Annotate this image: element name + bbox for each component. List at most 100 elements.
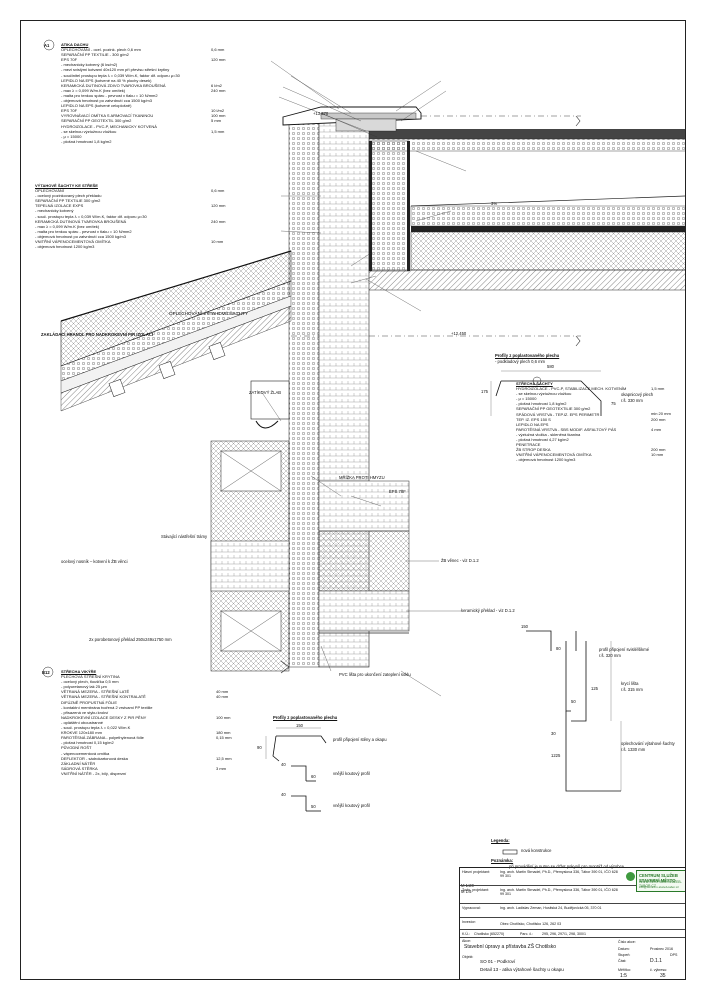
note-label: OPLECHOVÁNÍ VÝTAHOVÉ ŠACHTY bbox=[169, 311, 249, 316]
note-label: ŽB věnec - viz D.1.2 bbox=[441, 558, 479, 563]
profile-heading: Profily z poplastovaného plechu bbox=[495, 353, 560, 358]
spec-line: SEPARAČNÍ PP TEXTILIE 300 g/m2 bbox=[35, 198, 101, 204]
role-name: Obec Chotilsko, Chotilsko 126, 262 03 bbox=[500, 922, 562, 926]
spec-line: LEPIDLO NA EPS (kotvené na 40 % plochy d… bbox=[61, 77, 152, 83]
spec-heading: ATIKA DACHU bbox=[61, 42, 89, 47]
spec-line: PAROTĚSNÁ VRSTVA - SBS MODIF. ASFALTOVÝ … bbox=[516, 426, 617, 432]
note-label: ZATÍKOVÝ ŽLAB bbox=[249, 390, 282, 395]
ku-value: Chotilsko (652270) bbox=[474, 932, 505, 936]
role-name: Ing. arch. Martin Strnadel, Ph.D., Přemy… bbox=[500, 888, 618, 897]
spec-line: VĚTRANÁ MEZERA - STŘEŠNÍ LATĚ bbox=[61, 689, 130, 695]
role-label: Investor: bbox=[462, 920, 476, 924]
spec-line: EPS 70F bbox=[61, 108, 78, 114]
spec-line: - objemová hmotnost po zatvrdnutí cca 15… bbox=[61, 98, 152, 104]
spec-line: - se skelnou výztužnou vložkou bbox=[61, 128, 117, 134]
profile-label: profil připojení stěny a okapu bbox=[333, 737, 387, 742]
spec-line: - souč. prostupu tepla λ = 0,039 W/m.K, … bbox=[35, 213, 147, 219]
spec-line: - malta pro tenkou spáru - pevnost v tla… bbox=[35, 228, 132, 234]
spec-line: NADKROKEVNÍ IZOLACE DESKY Z PIR PĚNY bbox=[61, 714, 147, 720]
title-block: Hlavní projektant: Ing. arch. Martin Str… bbox=[459, 867, 685, 979]
note-label: ocelový nosník – kotvení k ŽB věnci bbox=[61, 559, 128, 564]
dimension: 30 bbox=[551, 731, 556, 736]
spec-heading: VÝTAHOVÉ ŠACHTY KE STŘEŠE bbox=[35, 183, 98, 188]
spec-line: - plošná hmotnost 0,15 kg/m2 bbox=[61, 740, 114, 746]
spec-line: SEPARAČNÍ PP TEXTILIE - 300 g/m2 bbox=[61, 52, 129, 58]
spec-line: - plošná hmotnost 4,27 kg/m2 bbox=[516, 437, 569, 443]
profile-label: okapnicový plech bbox=[621, 392, 654, 397]
spec-line: PLECHOVÁ STŘEŠNÍ KRYTINA bbox=[61, 674, 120, 680]
spec-line: - objemová hmotnost po zatvrdnutí cca 15… bbox=[35, 233, 126, 239]
spec-line: LEPIDLO NA EPS bbox=[516, 421, 549, 427]
spec-line: PŮVODNÍ ROŠT bbox=[61, 745, 92, 751]
spec-line: - souč. prostupu tepla λ = 0,022 W/m.K bbox=[61, 725, 131, 731]
profile-label: profil připojení svislé/šikmé bbox=[599, 647, 650, 652]
parcel-value: 295, 296, 297/1, 298, 300/1 bbox=[542, 932, 586, 936]
callout-a1: A1 bbox=[44, 43, 50, 48]
dimension: 90 bbox=[257, 745, 262, 750]
stage-value: DPS bbox=[670, 953, 678, 957]
logo-email: info@centrum-sluzeb-tabor.cz bbox=[639, 885, 679, 889]
spec-block-shaft-roof: STŘECHA ŠACHTY HYDROIZOLACE - PVC-P, STA… bbox=[516, 381, 626, 463]
slope-label: 3% bbox=[491, 201, 498, 206]
spec-line: - ocelový plech, tloušťka 0,5 mm bbox=[61, 679, 119, 685]
profile-label: vnější koutový profil bbox=[333, 771, 370, 776]
spec-line: - opláštění oboustranné bbox=[61, 719, 104, 725]
spec-line: - μ = 15000 bbox=[61, 133, 82, 139]
profile-label: krycí lišta bbox=[621, 681, 639, 686]
spec-line: OPLECHOVÁNÍ - ocel. pozink. plech 0,6 mm bbox=[61, 47, 141, 53]
spec-line: TEPELNÁ IZOLACE EXPS bbox=[35, 203, 84, 209]
section-drawing bbox=[42, 39, 685, 855]
spec-line: ZÁKLADNÍ NÁTĚR bbox=[61, 760, 96, 766]
profile-heading: Profily z poplastovaného plechu bbox=[273, 715, 338, 720]
note-label: Stávající nástřešní trámy bbox=[161, 534, 208, 539]
note-label: EPS 70F bbox=[389, 489, 406, 494]
role-label: Vypracoval: bbox=[462, 906, 481, 910]
cislo-label: Číslo akce: bbox=[618, 940, 636, 944]
stage-label: Stupeň: bbox=[618, 953, 631, 957]
legend-item: nová konstrukce bbox=[521, 848, 552, 853]
logo-text: CENTRUM SLUŽEB STAVEBNÍ MĚSTO bbox=[639, 873, 678, 883]
profile-dimension: r.š. 1330 mm bbox=[621, 747, 646, 752]
note-label: keramický překlad - viz D.1.2 bbox=[461, 608, 515, 613]
spec-line: PAROTĚSNÁ ZÁBRANA - polyethylenová fólie bbox=[61, 735, 144, 741]
spec-line: HYDROIZOLACE - PVC-P, MECHANICKY KOTVENÁ bbox=[61, 123, 157, 129]
profile-label: oplechování výtahové šachty bbox=[621, 741, 675, 746]
scale-value: 1:5 bbox=[620, 973, 627, 979]
part-value: D.1.1 bbox=[650, 958, 662, 964]
legend-heading: Legenda: bbox=[491, 838, 510, 843]
note-text: při provádění je nutno se držet pokynů p… bbox=[509, 864, 624, 869]
profile-dimension: r.š. 315 mm bbox=[621, 687, 643, 692]
project-label: Akce: bbox=[462, 939, 471, 943]
spec-heading: STŘECHA VIKÝŘE bbox=[61, 669, 97, 674]
spec-line: - součinitel prostupu tepla λ = 0,039 W/… bbox=[61, 72, 180, 78]
dimension: 50 bbox=[311, 804, 316, 809]
object-name: SO 01 - Podkroví bbox=[480, 959, 516, 964]
dimension: 150 bbox=[296, 723, 303, 728]
spec-line: SPÁDOVÁ VRSTVA - TEP.IZ. EPS PERIMETR bbox=[516, 411, 600, 417]
spec-values-shaft-wall: 0,6 mm 120 mm 240 mm 10 mm bbox=[211, 188, 226, 244]
date-label: Datum: bbox=[618, 947, 630, 951]
note-label: MŘÍŽKA PROTI HMYZU bbox=[339, 475, 385, 480]
spec-line: EPS 70F bbox=[61, 57, 78, 63]
spec-block-dormer-roof: STŘECHA VIKÝŘE PLECHOVÁ STŘEŠNÍ KRYTINA … bbox=[61, 669, 153, 776]
spec-block-shaft-wall: VÝTAHOVÉ ŠACHTY KE STŘEŠE OPLECHOVÁNÍ - … bbox=[35, 183, 147, 249]
spec-line: - malta pro tenkou spáru - pevnost v tla… bbox=[61, 92, 158, 98]
sheet-label: č. výkresu: bbox=[650, 968, 668, 972]
spec-line: - objemová hmotnost 1200 kg/m3 bbox=[516, 457, 576, 463]
profile-dimension: r.š. 320 mm bbox=[599, 653, 621, 658]
note-label: 2x porobetonový překlad 250x249x1750 mm bbox=[89, 637, 172, 642]
spec-line: KERAMICKÁ DUTINOVÁ ZDIVO TVAROVKA BROUŠE… bbox=[61, 82, 166, 88]
spec-line: VNITŘNÍ NÁTĚR - 2x, bílý, disperzní bbox=[61, 770, 127, 776]
dimension: 40 bbox=[281, 762, 286, 767]
date-value: Prosinec 2016 bbox=[650, 947, 673, 951]
spec-line: - μ = 15000 bbox=[516, 396, 537, 402]
spec-line: - polyuretanový lak 25 μm bbox=[61, 684, 107, 690]
spec-line: - výztužná vložka - skleněná tkanina bbox=[516, 431, 581, 437]
spec-line: - objemová hmotnost 1200 kg/m3 bbox=[35, 244, 95, 250]
profile-subheading: - podkladový plech 0,6 mm bbox=[495, 359, 546, 364]
spec-line: KERAMICKÁ DUTINOVÁ TVAROVKA BROUŠENÁ bbox=[35, 218, 127, 224]
spec-line: - kontaktní membrána tvořená 2 vrstvami … bbox=[61, 704, 153, 710]
role-label: Hlavní projektant: bbox=[462, 870, 490, 874]
spec-line: SEPARAČNÍ PP GEOTEXTIL 300 g/m2 bbox=[61, 118, 132, 124]
